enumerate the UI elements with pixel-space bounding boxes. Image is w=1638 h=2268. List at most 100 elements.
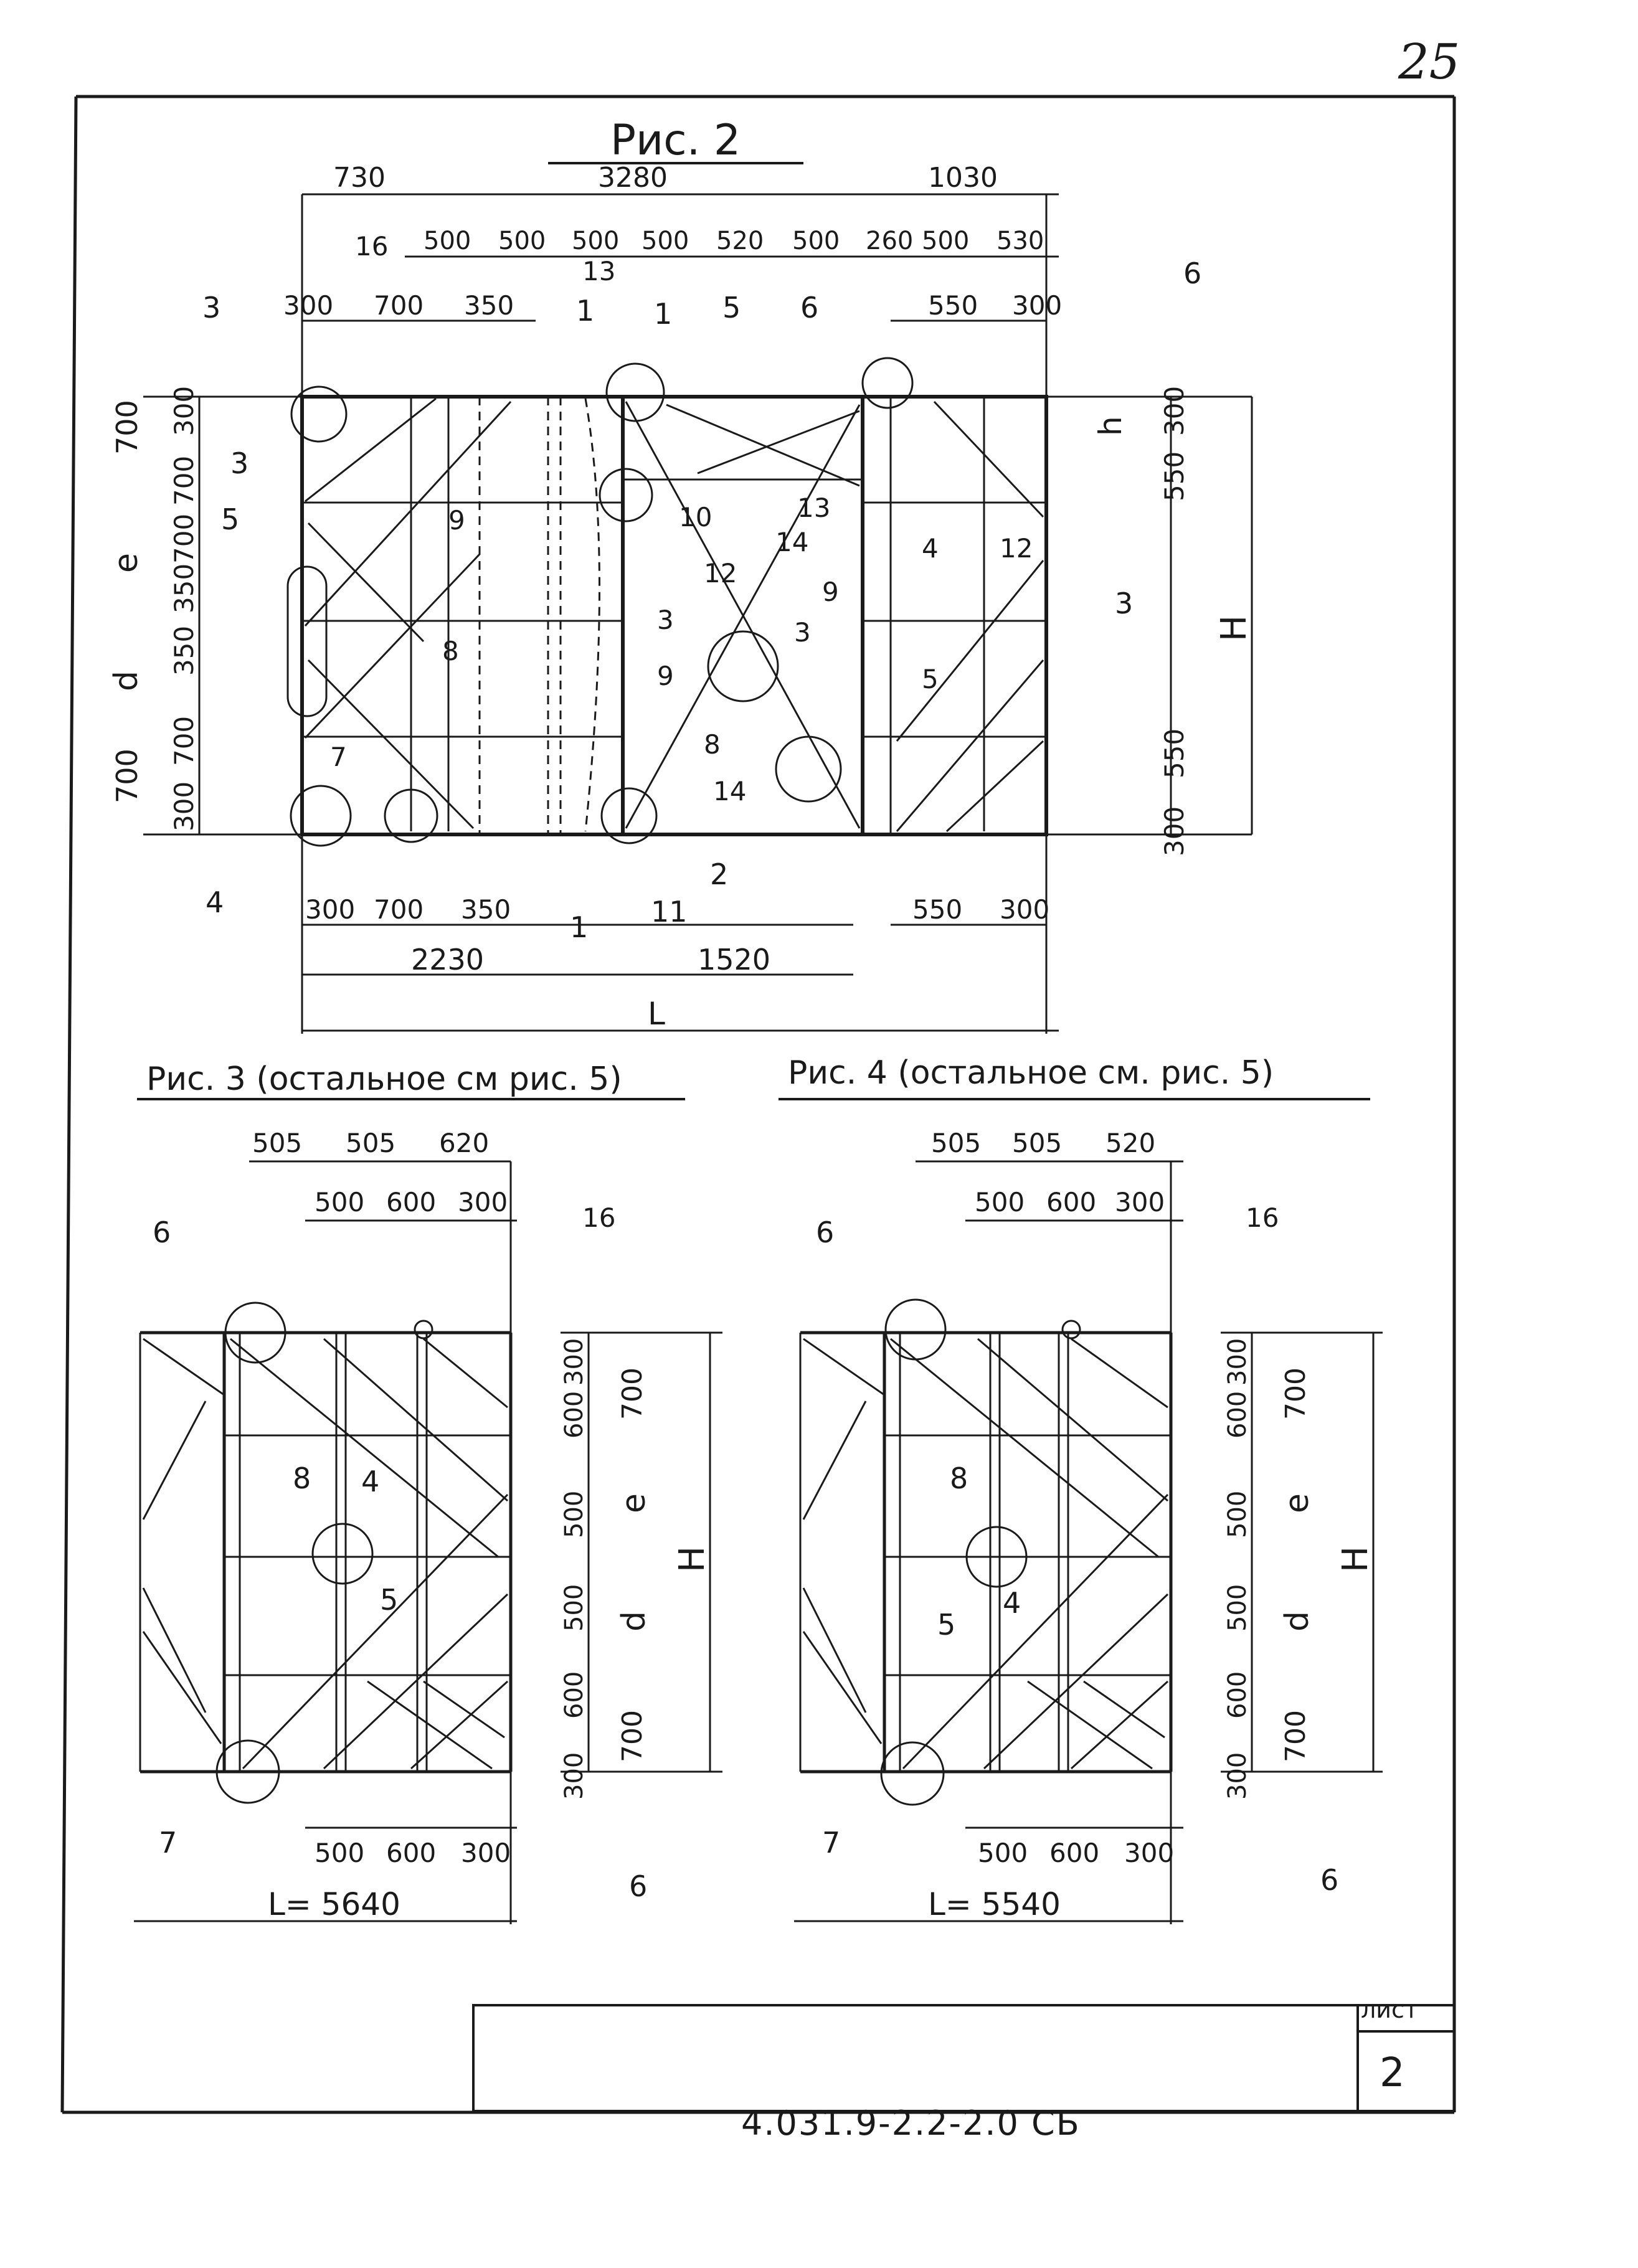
fig2-dim-1030: 1030	[928, 162, 998, 194]
fig3-callouts: 6 16 8 4 5 7 6	[153, 1203, 647, 1903]
fig2-title: Рис. 2	[610, 116, 741, 165]
fig2-right-letter-h: h	[1092, 416, 1129, 436]
fig4-top-dim: 505	[931, 1128, 981, 1158]
fig2-right-dims: 300 550 550 300 h H	[1092, 386, 1254, 856]
fig4-sub-dim: 600	[1046, 1187, 1096, 1217]
fig2-callout: 9	[448, 505, 465, 536]
fig2-bottom-dim: 300	[305, 894, 355, 925]
fig3-sub-dim: 300	[458, 1187, 508, 1217]
fig2-callout: 4	[922, 533, 939, 564]
fig2-left-dim: 300	[169, 386, 199, 436]
fig2-bottom-dim: 350	[461, 894, 511, 925]
fig3-callout: 16	[582, 1203, 615, 1233]
fig4-sub-dim: 300	[1115, 1187, 1165, 1217]
fig3-overall-L: L= 5640	[268, 1886, 400, 1922]
fig2-right-dim: 300	[1159, 386, 1190, 436]
fig2-sub-dim: 260	[866, 227, 913, 255]
fig2-sub-dim: 500	[424, 227, 471, 255]
figure-2: Рис. 2	[108, 116, 1254, 1034]
fig2-callout: 14	[713, 776, 746, 806]
fig2-sub-dim: 500	[498, 227, 546, 255]
fig2-callout: 13	[582, 256, 615, 286]
fig3-callout: 7	[159, 1826, 177, 1859]
fig4-right-dim: 500	[1223, 1584, 1252, 1632]
fig2-purlins	[302, 478, 1046, 738]
fig2-callout: 3	[230, 447, 249, 480]
fig2-callout: 5	[722, 291, 741, 324]
fig2-sub-dim: 530	[997, 227, 1044, 255]
fig2-left-dim: 700	[169, 716, 199, 766]
sheet-label: лист	[1361, 1996, 1419, 2023]
fig4-right-letter: 700	[1280, 1710, 1312, 1762]
fig2-callout: 3	[657, 605, 674, 635]
fig3-right-letter: 700	[617, 1368, 648, 1420]
fig4-right-dim: 600	[1223, 1671, 1252, 1719]
fig4-top-dim: 505	[1012, 1128, 1062, 1158]
fig4-bottom-dim: 500	[978, 1838, 1028, 1868]
fig4-top-dim: 520	[1105, 1128, 1155, 1158]
fig2-left-dim: 350	[169, 564, 199, 613]
fig2-sub-dim: 500	[572, 227, 619, 255]
fig2-sub-dim: 500	[792, 227, 840, 255]
fig4-callout: 4	[1003, 1586, 1021, 1620]
fig3-callout: 5	[380, 1583, 398, 1617]
fig2-mid-dim: 300	[1012, 290, 1062, 321]
fig2-section-mark-bottom: 1	[570, 910, 588, 944]
fig2-callout: 4	[206, 886, 224, 919]
fig3-sub-dim: 500	[315, 1187, 364, 1217]
fig4-detail-circles	[880, 1298, 1081, 1806]
fig4-callout: 6	[816, 1216, 834, 1249]
fig4-overall-L: L= 5540	[928, 1886, 1061, 1922]
fig2-sub-dim: 500	[641, 227, 689, 255]
fig4-right-dim: 300	[1223, 1752, 1252, 1800]
fig2-dimension-lines	[143, 193, 1253, 1034]
fig2-left-letter-d: d	[108, 671, 145, 691]
fig2-callout: 1	[654, 297, 672, 331]
fig4-bottom-dim: 300	[1124, 1838, 1174, 1868]
fig4-callout: 7	[822, 1826, 840, 1859]
fig4-callout: 5	[937, 1608, 955, 1642]
fig2-callout: 3	[794, 617, 811, 648]
figure-3: Рис. 3 (остальное см рис. 5)	[134, 1061, 722, 1924]
fig4-right-dim: 600	[1223, 1391, 1252, 1439]
fig4-callout: 6	[1320, 1863, 1338, 1897]
fig3-purlins	[142, 1333, 511, 1772]
fig2-callout: 13	[797, 493, 830, 523]
fig4-bottom-dim: 600	[1049, 1838, 1099, 1868]
fig4-callout: 16	[1246, 1203, 1279, 1233]
fig2-mid-dim: 550	[928, 290, 978, 321]
fig2-callout: 3	[202, 291, 220, 324]
fig3-right-dim: 300	[560, 1752, 589, 1800]
fig3-right-letter-e: e	[615, 1493, 653, 1513]
fig3-title: Рис. 3 (остальное см рис. 5)	[146, 1061, 622, 1098]
fig2-callout: 10	[679, 502, 712, 532]
fig2-callout: 14	[775, 527, 808, 557]
fig3-right-dim: 600	[560, 1671, 589, 1719]
fig2-callout: 3	[1115, 587, 1133, 620]
fig2-total-1520: 1520	[698, 943, 770, 976]
fig2-callout: 9	[657, 661, 674, 691]
fig2-callout: 12	[704, 558, 737, 588]
fig3-callout: 6	[629, 1869, 647, 1903]
fig2-left-letter: 700	[110, 400, 144, 455]
fig2-left-letter-e: e	[108, 553, 145, 573]
fig3-dimension-lines	[134, 1160, 722, 1924]
fig2-detail-circles	[286, 357, 914, 847]
figure-4: Рис. 4 (остальное см. рис. 5)	[779, 1054, 1383, 1924]
fig2-sub-dim: 520	[716, 227, 764, 255]
fig3-callout: 6	[153, 1216, 171, 1249]
fig2-callout: 16	[355, 231, 388, 262]
fig2-callout: 11	[651, 895, 688, 928]
fig3-bottom-dim: 600	[386, 1838, 436, 1868]
fig2-dashed-column	[478, 397, 600, 834]
fig3-right-letter-d: d	[615, 1611, 653, 1632]
fig2-left-dim: 350	[169, 626, 199, 676]
fig3-right-dim: 300	[560, 1338, 589, 1386]
fig3-right-dim: 500	[560, 1491, 589, 1538]
fig3-callout: 4	[361, 1465, 379, 1498]
fig2-callout: 5	[221, 503, 239, 536]
fig2-right-dim: 300	[1159, 806, 1190, 856]
fig4-right-dims: 300 600 500 500 600 300 700 e d 700 H	[1223, 1338, 1376, 1800]
fig2-overall-L: L	[648, 996, 665, 1032]
fig2-callout: 6	[800, 291, 818, 324]
